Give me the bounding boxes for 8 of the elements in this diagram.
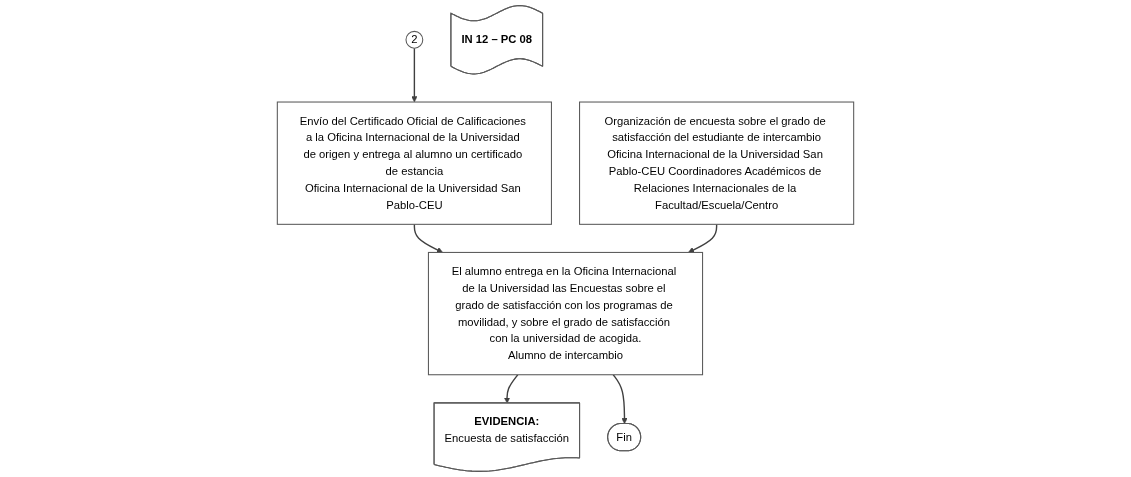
node-box: Organización de encuesta sobre el grado de satisfacción del estudiante de intercambio Oficina Internacional de la Universidad San Pablo-CEU Coordinadores Académicos de Relaciones Internacionales de la Facultad/Escuela/Centro: [579, 101, 855, 225]
arrow: [612, 374, 628, 425]
node-box: El alumno entrega en la Oficina Internacional de la Universidad las Encuestas sobre el grado de satisfacción con los programas de movilidad, y sobre el grado de satisfacción con la universidad de acogida. Alumno de intercambio: [427, 251, 704, 376]
arrow: [411, 47, 418, 103]
node-circle: 2: [405, 30, 424, 49]
arrow: [688, 223, 718, 253]
node-box: Envío del Certificado Oficial de Calificaciones a la Oficina Internacional de la Universidad de origen y entrega al alumno un certificado de estancia Oficina Internacional de la Universidad San Pablo-CEU: [276, 101, 552, 225]
arrow: [413, 223, 443, 253]
